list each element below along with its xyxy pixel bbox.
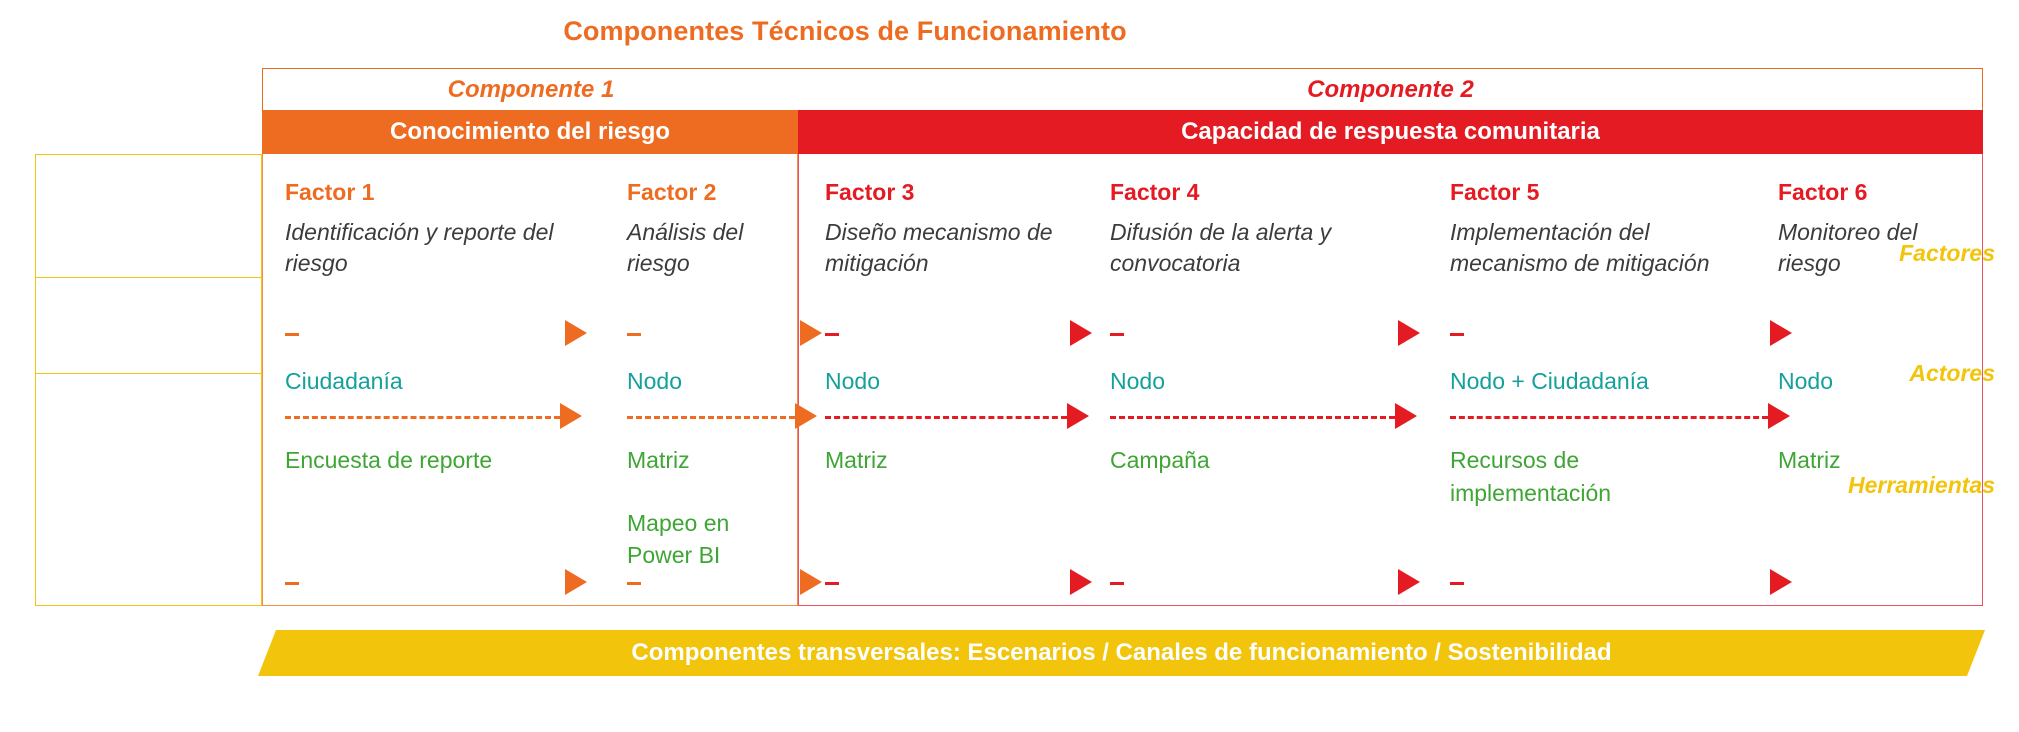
dash-line bbox=[627, 416, 795, 419]
dash-tick bbox=[1450, 333, 1464, 336]
factor-number: Factor 4 bbox=[1110, 179, 1200, 205]
tool-cell-3: Matriz bbox=[825, 444, 1075, 477]
flow-arrow-icon bbox=[1770, 569, 1792, 595]
dash-tick bbox=[285, 333, 299, 336]
flow-arrow-icon bbox=[800, 320, 822, 346]
factor-cell-4: Factor 4 Difusión de la alerta y convoca… bbox=[1110, 179, 1350, 278]
dash-tick bbox=[825, 333, 839, 336]
tool-item: Recursos de implementación bbox=[1450, 447, 1612, 506]
actor-cell-6: Nodo bbox=[1778, 368, 1833, 394]
tool-cell-6: Matriz bbox=[1778, 444, 1968, 477]
flow-arrow-icon bbox=[1395, 403, 1417, 429]
component-2-header: Capacidad de respuesta comunitaria bbox=[798, 110, 1983, 154]
flow-arrow-icon bbox=[560, 403, 582, 429]
actor-cell-5: Nodo + Ciudadanía bbox=[1450, 368, 1649, 394]
factor-description: Diseño mecanismo de mitigación bbox=[825, 219, 1053, 276]
flow-arrow-icon bbox=[1768, 403, 1790, 429]
factor-cell-6: Factor 6 Monitoreo del riesgo bbox=[1778, 179, 1968, 278]
actor-cell-1: Ciudadanía bbox=[285, 368, 403, 394]
factor-number: Factor 2 bbox=[627, 179, 717, 205]
component-1-body bbox=[262, 154, 798, 606]
tool-cell-2: Matriz Mapeo en Power BI bbox=[627, 444, 797, 572]
factor-number: Factor 5 bbox=[1450, 179, 1540, 205]
row-label-herramientas: Herramientas bbox=[1847, 472, 1995, 498]
factor-number: Factor 1 bbox=[285, 179, 375, 205]
tool-cell-1: Encuesta de reporte bbox=[285, 444, 565, 477]
flow-arrow-icon bbox=[1770, 320, 1792, 346]
tool-item: Campaña bbox=[1110, 447, 1210, 473]
dash-tick bbox=[1110, 582, 1124, 585]
factor-description: Monitoreo del riesgo bbox=[1778, 219, 1918, 276]
dash-tick bbox=[825, 582, 839, 585]
ribbon-label: Componentes transversales: Escenarios / … bbox=[631, 639, 1612, 666]
component-2-label: Componente 2 bbox=[1307, 75, 1474, 103]
component-label-band: Componente 1 Componente 2 bbox=[262, 68, 1983, 110]
tool-item: Encuesta de reporte bbox=[285, 447, 493, 473]
flow-arrow-icon bbox=[1398, 569, 1420, 595]
factor-number: Factor 3 bbox=[825, 179, 915, 205]
flow-arrow-icon bbox=[795, 403, 817, 429]
tool-cell-4: Campaña bbox=[1110, 444, 1350, 477]
dash-tick bbox=[1110, 333, 1124, 336]
flow-arrow-icon bbox=[1070, 320, 1092, 346]
transversal-components-ribbon: Componentes transversales: Escenarios / … bbox=[258, 630, 1985, 676]
factor-description: Implementación del mecanismo de mitigaci… bbox=[1450, 219, 1710, 276]
actor-cell-2: Nodo bbox=[627, 368, 682, 394]
tool-item: Matriz bbox=[1778, 447, 1841, 473]
dash-tick bbox=[627, 333, 641, 336]
dash-tick bbox=[627, 582, 641, 585]
factor-number: Factor 6 bbox=[1778, 179, 1868, 205]
dash-line bbox=[1110, 416, 1395, 419]
tool-item: Mapeo en Power BI bbox=[627, 509, 730, 569]
dash-tick bbox=[1450, 582, 1464, 585]
flow-arrow-icon bbox=[1067, 403, 1089, 429]
actor-cell-4: Nodo bbox=[1110, 368, 1165, 394]
flow-arrow-icon bbox=[565, 320, 587, 346]
actor-cell-3: Nodo bbox=[825, 368, 880, 394]
flow-arrow-icon bbox=[565, 569, 587, 595]
row-divider-1 bbox=[36, 277, 261, 278]
factor-cell-5: Factor 5 Implementación del mecanismo de… bbox=[1450, 179, 1720, 278]
factor-description: Difusión de la alerta y convocatoria bbox=[1110, 219, 1332, 276]
page-title: Componentes Técnicos de Funcionamiento bbox=[563, 16, 1127, 46]
flow-arrow-icon bbox=[1398, 320, 1420, 346]
factor-cell-2: Factor 2 Análisis del riesgo bbox=[627, 179, 787, 278]
factor-description: Análisis del riesgo bbox=[627, 219, 744, 276]
dash-line bbox=[285, 416, 560, 419]
component-1-header: Conocimiento del riesgo bbox=[262, 110, 798, 154]
tool-item: Matriz bbox=[825, 447, 888, 473]
tool-item: Matriz bbox=[627, 447, 690, 473]
flow-arrow-icon bbox=[1070, 569, 1092, 595]
row-label-actores: Actores bbox=[1909, 360, 1995, 386]
row-divider-2 bbox=[36, 373, 261, 374]
dash-line bbox=[1450, 416, 1768, 419]
dash-line bbox=[825, 416, 1067, 419]
factor-cell-3: Factor 3 Diseño mecanismo de mitigación bbox=[825, 179, 1075, 278]
factor-description: Identificación y reporte del riesgo bbox=[285, 219, 554, 276]
dash-tick bbox=[285, 582, 299, 585]
factor-cell-1: Factor 1 Identificación y reporte del ri… bbox=[285, 179, 585, 278]
component-1-label: Componente 1 bbox=[447, 75, 615, 103]
component-2-body bbox=[798, 154, 1983, 606]
tool-cell-5: Recursos de implementación bbox=[1450, 444, 1730, 509]
row-label-column bbox=[35, 154, 262, 606]
flow-arrow-icon bbox=[800, 569, 822, 595]
row-label-factores: Factores bbox=[1899, 240, 1995, 266]
